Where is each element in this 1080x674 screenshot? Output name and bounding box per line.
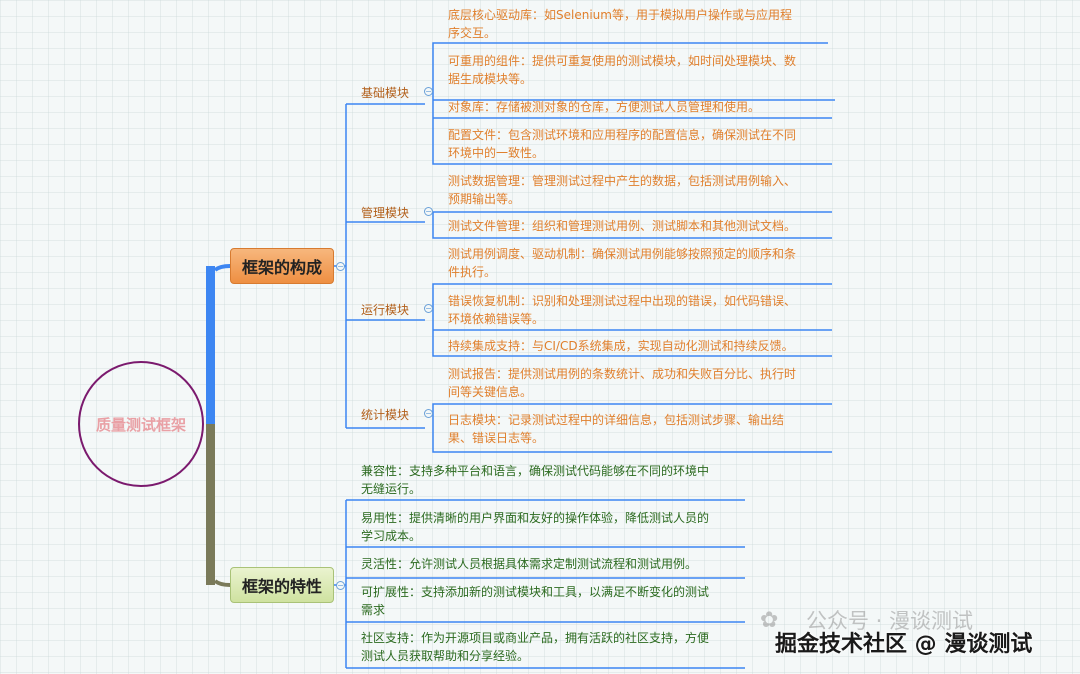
leaf-core-driver[interactable]: 底层核心驱动库：如Selenium等，用于模拟用户操作或与应用程 序交互。 (448, 8, 792, 40)
collapse-icon[interactable]: − (424, 87, 433, 96)
collapse-icon[interactable]: − (424, 409, 433, 418)
watermark-juejin: 掘金技术社区 @ 漫谈测试 (775, 632, 1033, 657)
module-management[interactable]: 管理模块 (361, 206, 410, 220)
leaf-config-files[interactable]: 配置文件：包含测试环境和应用程序的配置信息，确保测试在不同 环境中的一致性。 (448, 128, 797, 160)
feature-flexibility[interactable]: 灵活性：允许测试人员根据具体需求定制测试流程和测试用例。 (361, 557, 698, 571)
collapse-icon[interactable]: − (424, 207, 433, 216)
feature-usability[interactable]: 易用性：提供清晰的用户界面和友好的操作体验，降低测试人员的 学习成本。 (361, 511, 710, 543)
feature-community[interactable]: 社区支持：作为开源项目或商业产品，拥有活跃的社区支持，方便 测试人员获取帮助和分… (361, 631, 710, 663)
leaf-reusable-components[interactable]: 可重用的组件：提供可重复使用的测试模块，如时间处理模块、数 据生成模块等。 (448, 54, 797, 86)
branch-composition[interactable]: 框架的构成 (230, 248, 334, 284)
feature-compatibility[interactable]: 兼容性：支持多种平台和语言，确保测试代码能够在不同的环境中 无缝运行。 (361, 464, 710, 496)
wechat-icon: ✿ (760, 608, 779, 633)
root-node[interactable]: 质量测试框架 (78, 361, 204, 487)
leaf-ci-support[interactable]: 持续集成支持：与CI/CD系统集成，实现自动化测试和持续反馈。 (448, 339, 794, 353)
leaf-test-report[interactable]: 测试报告：提供测试用例的条数统计、成功和失败百分比、执行时 间等关键信息。 (448, 367, 797, 399)
leaf-test-file-management[interactable]: 测试文件管理：组织和管理测试用例、测试脚本和其他测试文档。 (448, 219, 797, 233)
root-label: 质量测试框架 (95, 415, 186, 434)
leaf-object-repository[interactable]: 对象库：存储被测对象的仓库，方便测试人员管理和使用。 (448, 100, 761, 114)
module-statistics[interactable]: 统计模块 (361, 408, 410, 422)
collapse-icon[interactable]: − (336, 262, 345, 271)
leaf-test-data-management[interactable]: 测试数据管理：管理测试过程中产生的数据，包括测试用例输入、 预期输出等。 (448, 174, 797, 206)
collapse-icon[interactable]: − (336, 581, 345, 590)
leaf-error-recovery[interactable]: 错误恢复机制：识别和处理测试过程中出现的错误，如代码错误、 环境依赖错误等。 (448, 294, 797, 326)
watermark-wechat: 公众号 · 漫谈测试 (806, 609, 974, 633)
leaf-logging[interactable]: 日志模块：记录测试过程中的详细信息，包括测试步骤、输出结 果、错误日志等。 (448, 413, 785, 445)
leaf-scheduling[interactable]: 测试用例调度、驱动机制：确保测试用例能够按照预定的顺序和条 件执行。 (448, 247, 797, 279)
branch-label: 框架的特性 (241, 577, 322, 596)
feature-extensibility[interactable]: 可扩展性：支持添加新的测试模块和工具，以满足不断变化的测试 需求 (361, 585, 710, 617)
collapse-icon[interactable]: − (424, 304, 433, 313)
branch-label: 框架的构成 (241, 258, 322, 277)
module-basic[interactable]: 基础模块 (361, 86, 410, 100)
module-runtime[interactable]: 运行模块 (361, 303, 410, 317)
branch-features[interactable]: 框架的特性 (230, 567, 334, 603)
